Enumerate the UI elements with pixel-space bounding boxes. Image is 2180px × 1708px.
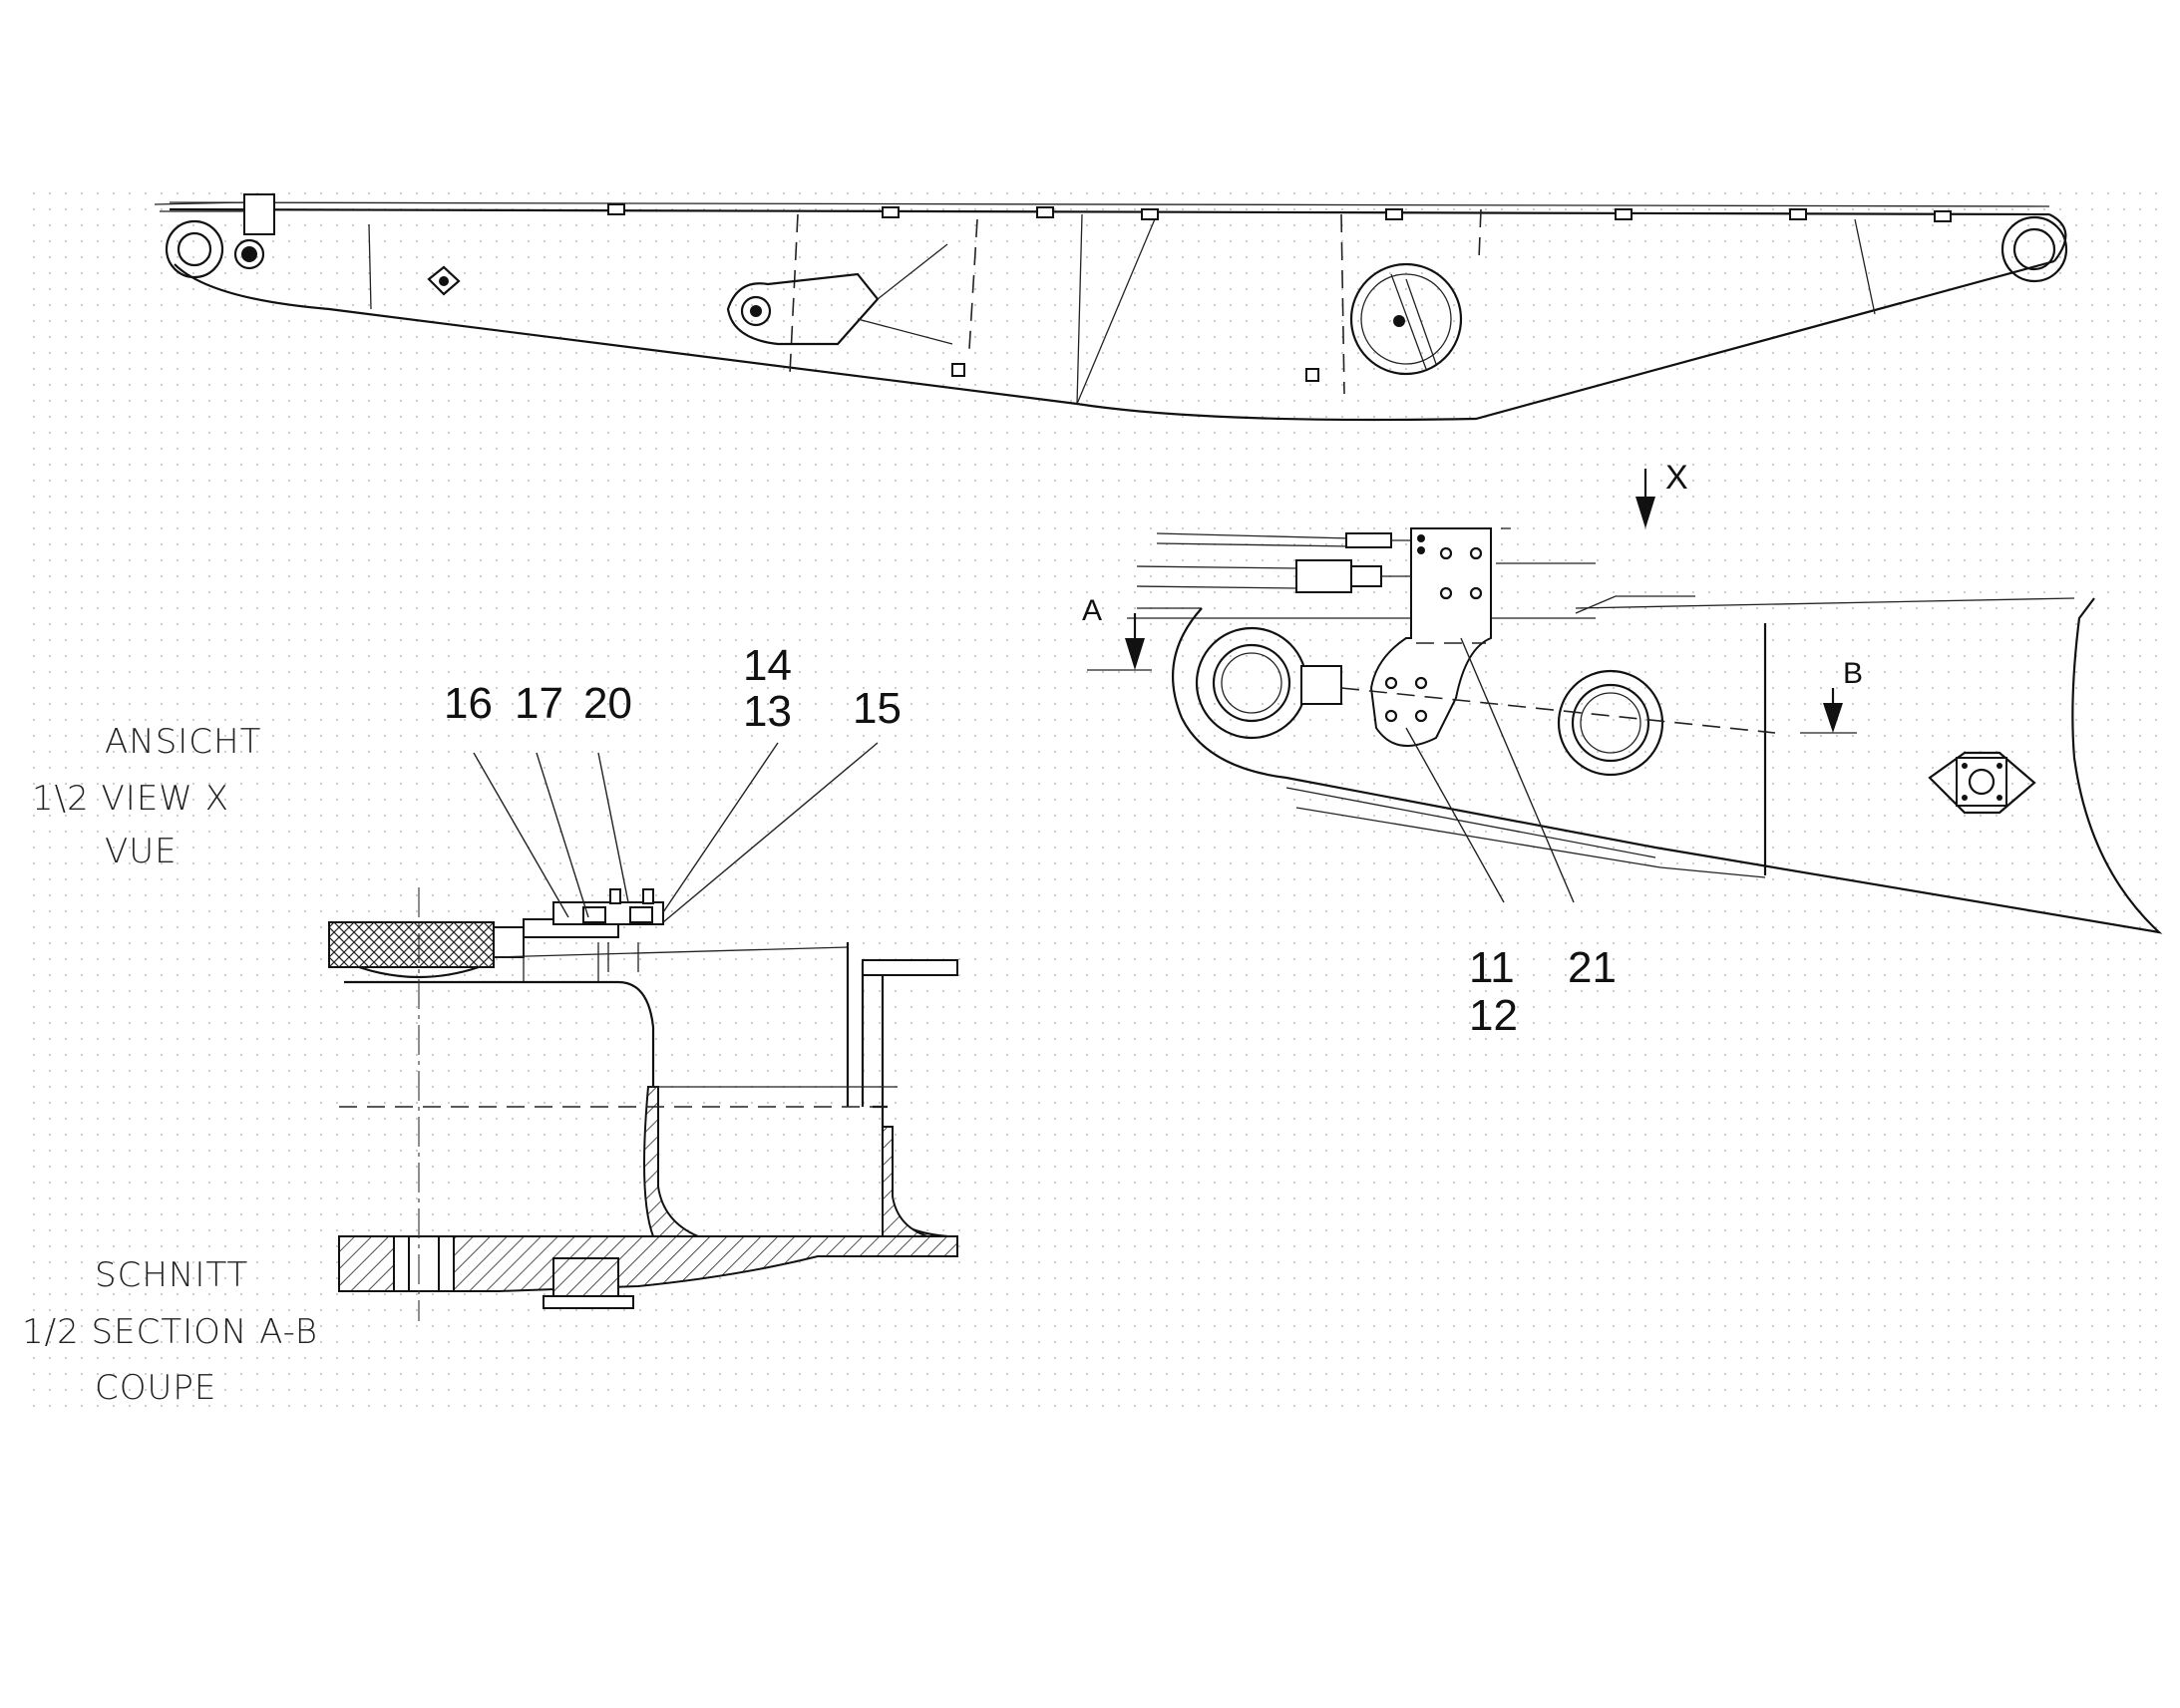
callout-13: 13	[743, 687, 792, 736]
callout-14: 14	[743, 641, 792, 690]
callout-15: 15	[853, 684, 902, 733]
dot-grid-background	[20, 184, 2160, 1411]
detail-view-x: X	[1082, 459, 2163, 934]
callout-11: 11	[1469, 943, 1515, 992]
boom-side-view	[154, 193, 2068, 422]
section-a-b	[328, 742, 958, 1321]
view-label-line1: ANSICHT	[105, 722, 261, 762]
section-marker-b: B	[1843, 657, 1863, 690]
section-label-line2: 1/2 SECTION A-B	[22, 1312, 318, 1352]
section-label-line1: SCHNITT	[95, 1255, 248, 1295]
view-label-line3: VUE	[105, 832, 178, 871]
callout-17: 17	[515, 679, 563, 728]
callout-16: 16	[444, 679, 493, 728]
section-label-line3: COUPE	[95, 1368, 216, 1408]
callout-12: 12	[1469, 991, 1518, 1040]
view-x-label: ANSICHT 1\2 VIEW X VUE	[32, 722, 261, 871]
view-label-line2: 1\2 VIEW X	[32, 779, 229, 819]
callout-21: 21	[1568, 943, 1617, 992]
section-a-b-label: SCHNITT 1/2 SECTION A-B COUPE	[22, 1255, 318, 1408]
section-marker-x: X	[1665, 459, 1688, 497]
callout-20: 20	[583, 679, 632, 728]
section-marker-a: A	[1082, 594, 1102, 627]
